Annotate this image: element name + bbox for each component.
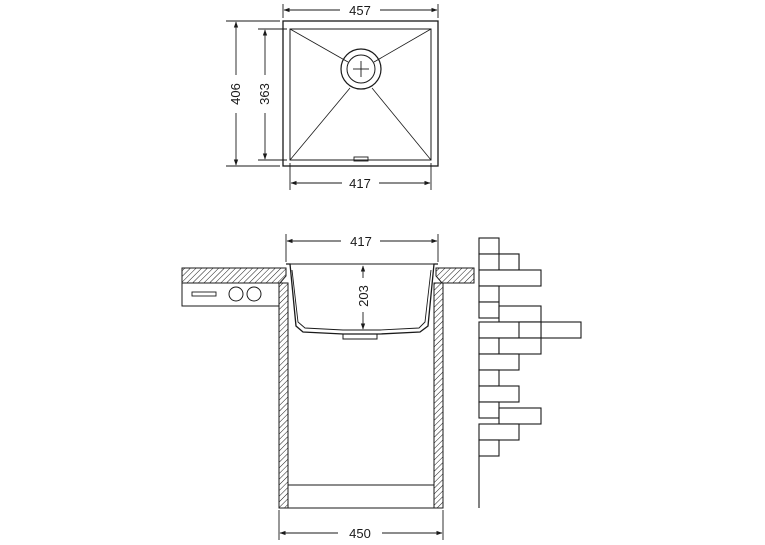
- top-view-dimensions: [226, 4, 439, 190]
- dim-outer-height-label: 406: [228, 83, 243, 105]
- sink-bowl-inner: [291, 269, 432, 331]
- dim-cabinet-width-label: 450: [349, 526, 371, 541]
- countertop-right: [435, 267, 475, 284]
- overflow-slot: [353, 156, 369, 162]
- dim-outer-width-label: 457: [349, 3, 371, 18]
- top-view: [282, 20, 439, 167]
- drain-outlet: [342, 333, 378, 340]
- drain-outer-ring: [340, 48, 382, 90]
- dim-section-width-label: 417: [350, 234, 372, 249]
- sink-inner-bowl: [289, 28, 432, 161]
- bowl-slope-lines: [289, 28, 432, 161]
- drain-inner-ring: [346, 54, 376, 84]
- appliance-knob-left: [228, 286, 244, 302]
- sink-outer-rim: [282, 20, 439, 167]
- appliance-display: [191, 291, 217, 297]
- appliance-panel: [181, 282, 280, 307]
- dim-bowl-depth-label: 203: [356, 285, 371, 307]
- brick-wall: [478, 237, 582, 508]
- cabinet-wall-left: [278, 282, 289, 509]
- dim-inner-width-label: 417: [349, 176, 371, 191]
- cabinet-wall-right: [433, 282, 444, 509]
- dim-inner-height-label: 363: [257, 83, 272, 105]
- countertop-left: [181, 267, 287, 284]
- section-view-dimensions: [278, 234, 444, 540]
- appliance-knob-right: [246, 286, 262, 302]
- section-view: [181, 263, 475, 509]
- drain-crosshair: [353, 61, 369, 77]
